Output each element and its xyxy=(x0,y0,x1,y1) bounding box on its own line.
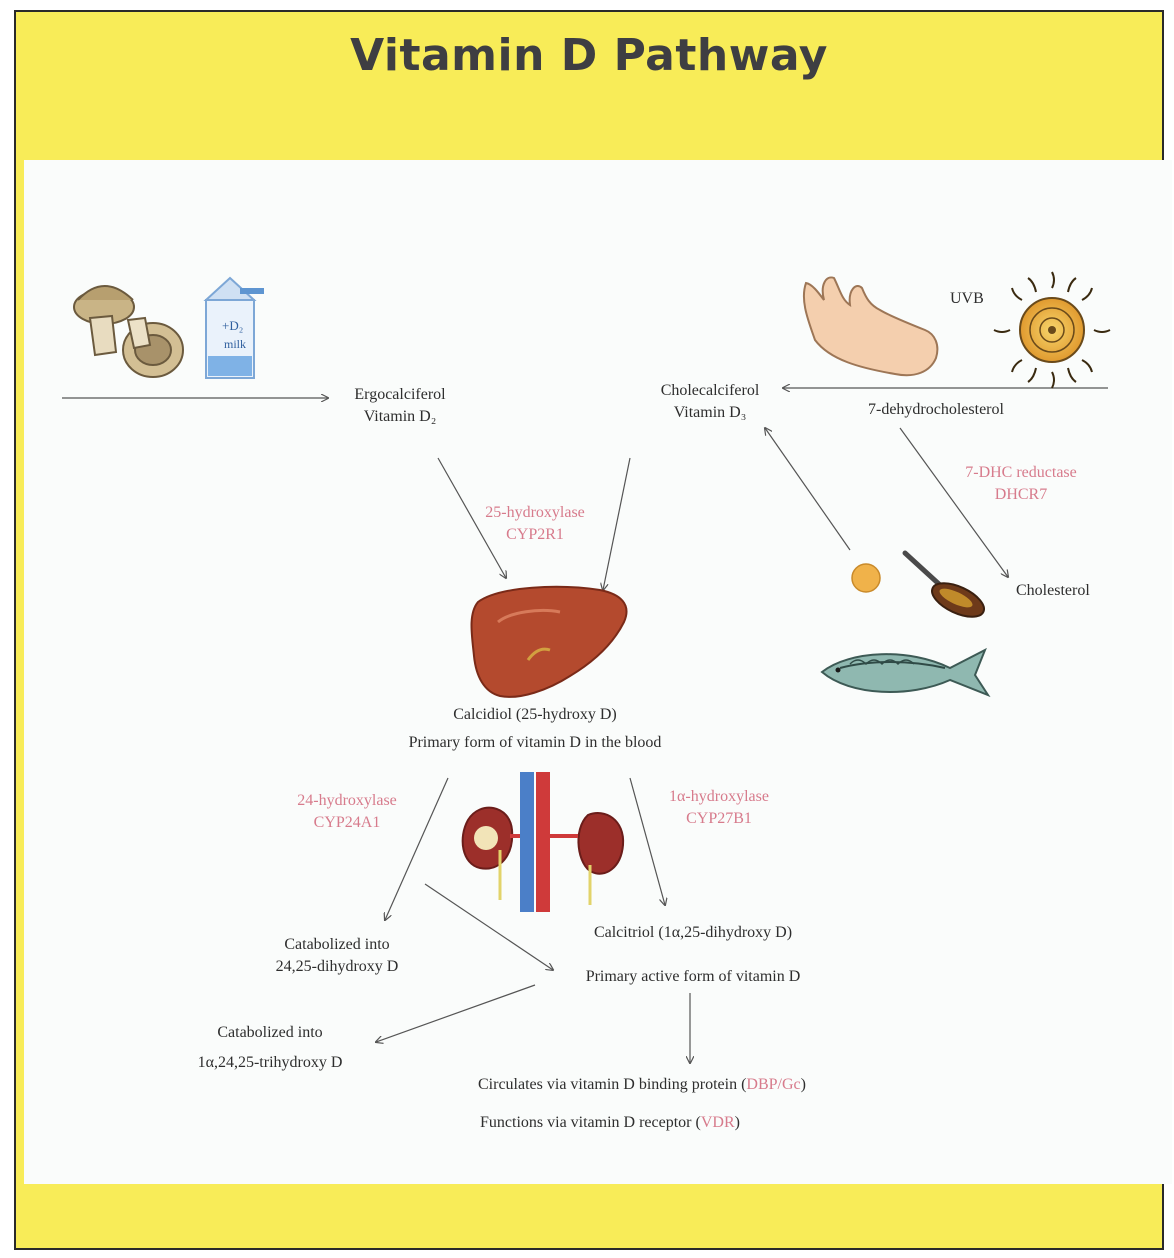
egg-yolk-icon xyxy=(852,564,880,592)
catabolized-1-24-25-line1: Catabolized into xyxy=(180,1022,360,1044)
uvb-label: UVB xyxy=(950,288,984,310)
enzyme-cyp2r1: CYP2R1 xyxy=(470,524,600,546)
calcitriol-description: Primary active form of vitamin D xyxy=(548,966,838,988)
enzyme-cyp27b1: CYP27B1 xyxy=(654,808,784,830)
calcitriol-name: Calcitriol (1α,25-dihydroxy D) xyxy=(548,922,838,944)
ergocalciferol-label: Ergocalciferol Vitamin D₂ xyxy=(330,384,470,428)
kidney-icon xyxy=(463,772,623,912)
ergocalciferol-name: Ergocalciferol xyxy=(330,384,470,406)
circulates-end: ) xyxy=(801,1076,806,1093)
calcidiol-description: Primary form of vitamin D in the blood xyxy=(340,732,730,754)
milk-carton-icon: +D₂ milk xyxy=(206,278,264,378)
catabolized-24-25-line2: 24,25-dihydroxy D xyxy=(252,956,422,978)
svg-text:milk: milk xyxy=(224,337,246,351)
vdr-highlight: VDR xyxy=(701,1114,735,1131)
circulates-text: Circulates via vitamin D binding protein… xyxy=(478,1076,746,1093)
catabolized-1-24-25-label: Catabolized into 1α,24,25-trihydroxy D xyxy=(180,1022,360,1074)
enzyme-dhcr7: DHCR7 xyxy=(946,484,1096,506)
enzyme-7dhc-reductase-name: 7-DHC reductase xyxy=(946,462,1096,484)
dbp-gc-highlight: DBP/Gc xyxy=(746,1076,800,1093)
cholecalciferol-name: Cholecalciferol xyxy=(640,380,780,402)
mushroom-icon xyxy=(74,286,183,377)
cholecalciferol-label: Cholecalciferol Vitamin D₃ xyxy=(640,380,780,424)
calcitriol-label: Calcitriol (1α,25-dihydroxy D) Primary a… xyxy=(548,922,838,988)
enzyme-1a-hydroxylase: 1α-hydroxylase CYP27B1 xyxy=(654,786,784,830)
enzyme-7dhc-reductase: 7-DHC reductase DHCR7 xyxy=(946,462,1096,506)
enzyme-cyp24a1: CYP24A1 xyxy=(282,812,412,834)
cholesterol-label: Cholesterol xyxy=(1016,580,1090,602)
dehydrocholesterol-label: 7-dehydrocholesterol xyxy=(868,399,1004,421)
catabolized-24-25-label: Catabolized into 24,25-dihydroxy D xyxy=(252,934,422,978)
sun-icon xyxy=(994,272,1110,388)
ergocalciferol-vitamin: Vitamin D₂ xyxy=(330,406,470,428)
enzyme-1a-hydroxylase-name: 1α-hydroxylase xyxy=(654,786,784,808)
enzyme-25-hydroxylase-name: 25-hydroxylase xyxy=(470,502,600,524)
svg-text:+D₂: +D₂ xyxy=(222,318,243,333)
functions-text: Functions via vitamin D receptor ( xyxy=(480,1114,701,1131)
spoon-fish-oil-icon xyxy=(905,553,989,624)
enzyme-24-hydroxylase: 24-hydroxylase CYP24A1 xyxy=(282,790,412,834)
enzyme-24-hydroxylase-name: 24-hydroxylase xyxy=(282,790,412,812)
circulates-label: Circulates via vitamin D binding protein… xyxy=(478,1074,806,1096)
liver-icon xyxy=(472,587,627,697)
catabolized-24-25-line1: Catabolized into xyxy=(252,934,422,956)
enzyme-25-hydroxylase: 25-hydroxylase CYP2R1 xyxy=(470,502,600,546)
hand-icon xyxy=(804,277,937,375)
calcidiol-name: Calcidiol (25-hydroxy D) xyxy=(340,704,730,726)
arrow-food-to-cholecalciferol xyxy=(765,428,850,550)
calcidiol-label: Calcidiol (25-hydroxy D) Primary form of… xyxy=(340,704,730,754)
fish-icon xyxy=(822,650,988,695)
functions-end: ) xyxy=(735,1114,740,1131)
catabolized-1-24-25-line2: 1α,24,25-trihydroxy D xyxy=(180,1052,360,1074)
arrow-chole-to-liver xyxy=(603,458,630,590)
cholecalciferol-vitamin: Vitamin D₃ xyxy=(640,402,780,424)
functions-label: Functions via vitamin D receptor (VDR) xyxy=(480,1112,740,1134)
arrow-calcitriol-to-trihydroxy xyxy=(376,985,535,1042)
